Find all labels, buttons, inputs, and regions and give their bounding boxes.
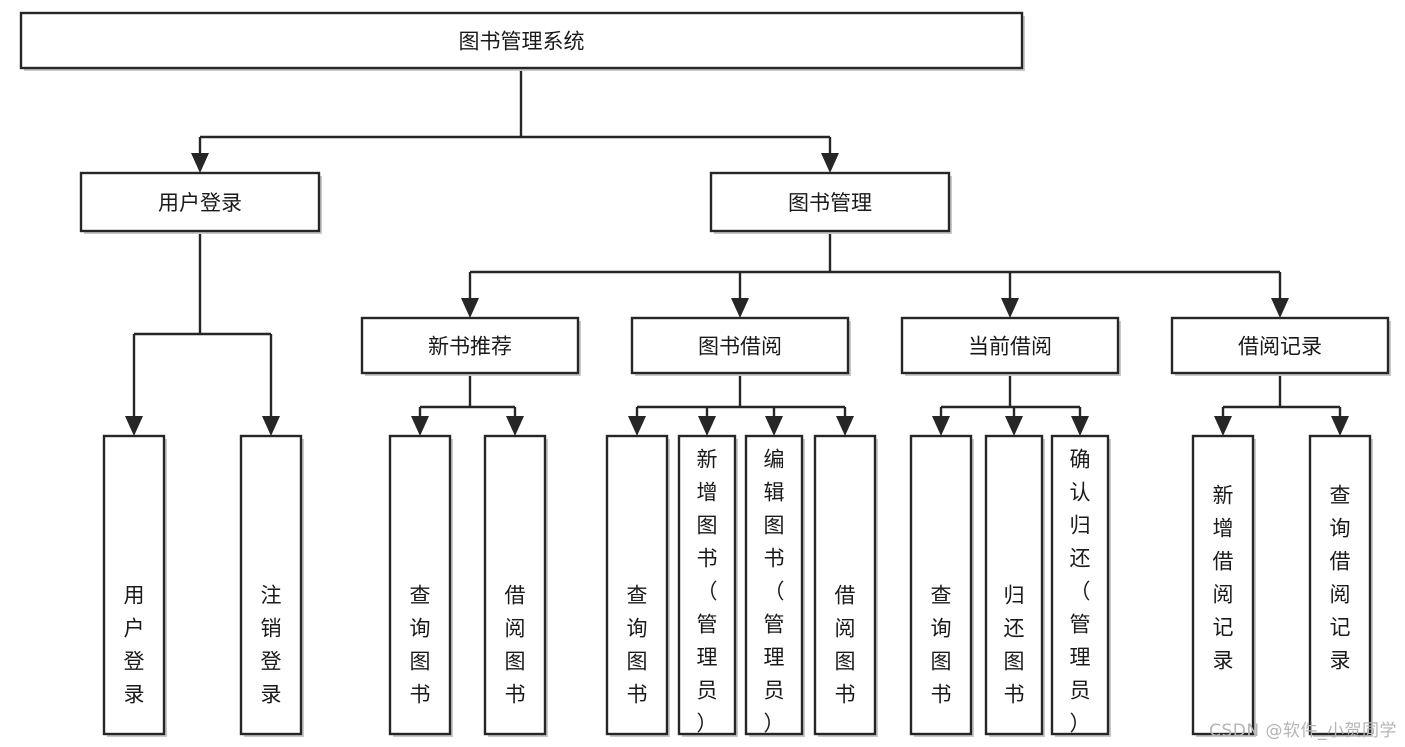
node-box: [605, 434, 669, 736]
node-leaf-query-book-1[interactable]: 查询图书: [388, 434, 453, 737]
node-box: [630, 316, 850, 375]
node-box: [1191, 434, 1255, 736]
node-leaf-edit-book-admin[interactable]: 编辑图书（管理员）: [744, 434, 805, 737]
node-leaf-confirm-return-admin[interactable]: 确认归还（管理员）: [1050, 434, 1111, 737]
arrow-head: [506, 416, 524, 436]
node-label: 新增图书（管理员）: [697, 448, 718, 736]
node-label: 新增借阅记录: [1213, 484, 1234, 673]
node-box: [813, 434, 877, 736]
node-label: 图书借阅: [698, 335, 782, 359]
node-label: 图书管理系统: [459, 30, 585, 54]
node-leaf-user-login[interactable]: 用户登录: [102, 434, 167, 737]
node-leaf-query-book-2[interactable]: 查询图书: [605, 434, 670, 737]
node-box: [677, 434, 737, 736]
node-root[interactable]: 图书管理系统: [19, 11, 1025, 71]
node-label: 借阅图书: [835, 584, 856, 707]
node-book-borrow[interactable]: 图书借阅: [630, 316, 851, 376]
node-box: [1170, 316, 1390, 375]
node-leaf-borrow-book-1[interactable]: 借阅图书: [483, 434, 548, 737]
node-box: [102, 434, 166, 736]
node-leaf-query-book-3[interactable]: 查询图书: [909, 434, 974, 737]
node-box: [239, 434, 303, 736]
node-borrow-record[interactable]: 借阅记录: [1170, 316, 1391, 376]
node-leaf-query-borrow-record[interactable]: 查询借阅记录: [1308, 434, 1373, 737]
node-label: 查询图书: [627, 584, 648, 707]
node-box: [360, 316, 580, 375]
arrow-head: [1005, 416, 1023, 436]
arrow-head: [125, 416, 143, 436]
arrow-head: [765, 416, 783, 436]
node-label: 确认归还（管理员）: [1070, 448, 1091, 736]
connector-layer: [125, 68, 1349, 436]
arrow-head: [461, 298, 479, 318]
watermark-text: CSDN @软件_小贺同学: [1209, 721, 1397, 741]
node-label: 归还图书: [1004, 584, 1025, 707]
arrow-head: [1071, 416, 1089, 436]
arrow-head: [731, 298, 749, 318]
node-label: 查询图书: [931, 584, 952, 707]
arrow-head: [1001, 298, 1019, 318]
node-box: [984, 434, 1044, 736]
node-box: [19, 11, 1024, 70]
node-current-borrow[interactable]: 当前借阅: [900, 316, 1121, 376]
node-box: [483, 434, 547, 736]
arrow-head: [628, 416, 646, 436]
node-label: 注销登录: [261, 584, 282, 707]
node-user-login[interactable]: 用户登录: [79, 171, 322, 234]
node-box: [1050, 434, 1110, 736]
node-leaf-logout[interactable]: 注销登录: [239, 434, 304, 737]
node-leaf-return-book[interactable]: 归还图书: [984, 434, 1045, 737]
node-label: 查询借阅记录: [1330, 484, 1351, 673]
arrow-head: [932, 416, 950, 436]
node-label: 查询图书: [410, 584, 431, 707]
node-label: 借阅记录: [1238, 335, 1322, 359]
arrow-head: [191, 153, 209, 173]
arrow-head: [1271, 298, 1289, 318]
node-box: [79, 171, 321, 233]
node-leaf-add-borrow-record[interactable]: 新增借阅记录: [1191, 434, 1256, 737]
node-book-manage[interactable]: 图书管理: [709, 171, 952, 234]
arrow-head: [1214, 416, 1232, 436]
node-box: [900, 316, 1120, 375]
arrow-head: [1331, 416, 1349, 436]
node-box: [1308, 434, 1372, 736]
node-leaf-add-book-admin[interactable]: 新增图书（管理员）: [677, 434, 738, 737]
node-leaf-borrow-book-2[interactable]: 借阅图书: [813, 434, 878, 737]
node-label: 图书管理: [788, 191, 872, 215]
node-label: 用户登录: [124, 584, 145, 707]
node-box: [744, 434, 804, 736]
node-new-book-recommend[interactable]: 新书推荐: [360, 316, 581, 376]
arrow-head: [836, 416, 854, 436]
arrow-head: [411, 416, 429, 436]
node-label: 用户登录: [158, 191, 242, 215]
arrow-head: [262, 416, 280, 436]
node-label: 编辑图书（管理员）: [764, 448, 785, 736]
node-label: 新书推荐: [428, 335, 512, 359]
node-layer: 图书管理系统用户登录图书管理新书推荐图书借阅当前借阅借阅记录用户登录注销登录查询…: [19, 11, 1391, 737]
node-label: 借阅图书: [505, 584, 526, 707]
node-box: [909, 434, 973, 736]
arrow-head: [821, 153, 839, 173]
node-box: [709, 171, 951, 233]
node-box: [388, 434, 452, 736]
arrow-head: [698, 416, 716, 436]
node-label: 当前借阅: [968, 335, 1052, 359]
